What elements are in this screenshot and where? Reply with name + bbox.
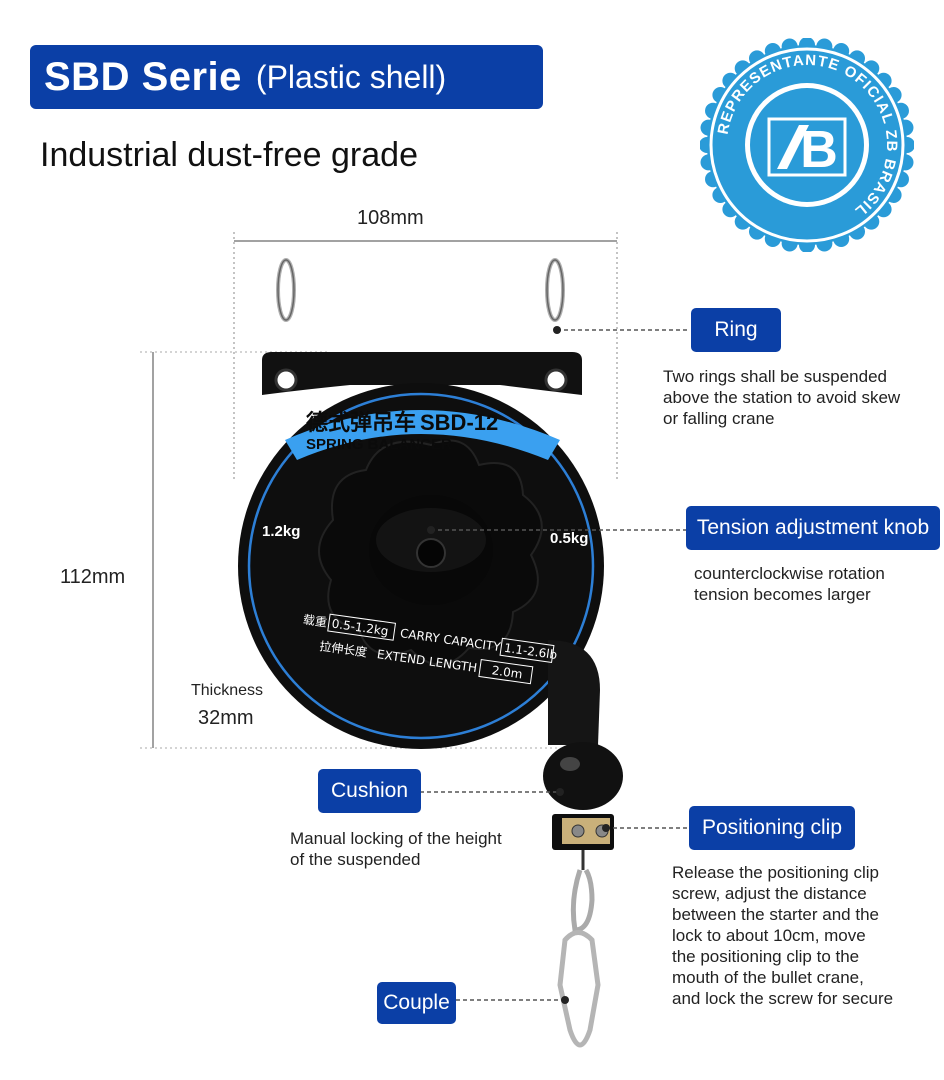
label-carry-cn: 载重 bbox=[302, 613, 328, 630]
seal-scallop bbox=[863, 60, 880, 77]
seal-scallop bbox=[722, 72, 739, 89]
title-sub: (Plastic shell) bbox=[255, 58, 447, 95]
title-main: SBD Serie bbox=[44, 54, 242, 99]
callout-ring: Ring bbox=[691, 308, 781, 352]
height-label: 112mm bbox=[60, 566, 126, 588]
desc-line: Two rings shall be suspended bbox=[663, 367, 887, 386]
tension-knob bbox=[318, 439, 543, 666]
desc-line: above the station to avoid skew bbox=[663, 388, 901, 407]
callout-clip-desc: Release the positioning clip screw, adju… bbox=[672, 862, 893, 1009]
ring-hooks bbox=[276, 258, 565, 322]
seal-scallop bbox=[734, 60, 751, 77]
seal-scallop bbox=[734, 213, 751, 230]
subtitle: Industrial dust-free grade bbox=[40, 136, 418, 174]
official-seal-logo: REPRESENTANTE OFICIAL ZB BRASIL B bbox=[700, 38, 914, 252]
seal-scallop bbox=[875, 201, 892, 218]
desc-line: tension becomes larger bbox=[694, 585, 871, 604]
desc-line: of the suspended bbox=[290, 850, 421, 869]
desc-line: and lock the screw for secure bbox=[672, 989, 894, 1008]
callout-ring-desc: Two rings shall be suspended above the s… bbox=[663, 366, 900, 429]
label-brand-cn: 德式弹吊车 bbox=[306, 410, 416, 436]
callout-knob-desc: counterclockwise rotation tension become… bbox=[694, 563, 885, 605]
desc-line: lock to about 10cm, move bbox=[672, 926, 866, 945]
thickness-value: 32mm bbox=[198, 707, 254, 729]
desc-line: screw, adjust the distance bbox=[672, 884, 867, 903]
label-extend-val: 2.0m bbox=[491, 663, 523, 681]
seal-scallop bbox=[722, 201, 739, 218]
width-dimension-lines bbox=[233, 232, 618, 480]
callout-couple: Couple bbox=[377, 982, 456, 1024]
seal-scallop bbox=[875, 72, 892, 89]
desc-line: between the starter and the bbox=[672, 905, 879, 924]
label-model: SBD-12 bbox=[420, 410, 498, 435]
label-extend-cn: 拉伸长度 bbox=[319, 638, 369, 660]
width-label: 108mm bbox=[357, 207, 424, 229]
height-dimension-lines bbox=[140, 351, 560, 749]
label-max-load: 0.5kg bbox=[550, 530, 588, 547]
desc-line: or falling crane bbox=[663, 409, 775, 428]
seal-scallop bbox=[863, 213, 880, 230]
desc-line: counterclockwise rotation bbox=[694, 564, 885, 583]
label-name: SPRING BALANCER bbox=[306, 436, 452, 453]
desc-line: Manual locking of the height bbox=[290, 829, 502, 848]
svg-text:B: B bbox=[800, 121, 838, 179]
thickness-label: Thickness bbox=[191, 682, 264, 699]
callout-positioning-clip: Positioning clip bbox=[689, 806, 855, 850]
label-min-load: 1.2kg bbox=[262, 523, 300, 540]
desc-line: the positioning clip to the bbox=[672, 947, 860, 966]
callout-knob: Tension adjustment knob bbox=[686, 506, 940, 550]
desc-line: mouth of the bullet crane, bbox=[672, 968, 864, 987]
callout-cushion-desc: Manual locking of the height of the susp… bbox=[290, 828, 502, 870]
desc-line: Release the positioning clip bbox=[672, 863, 879, 882]
title-banner: SBD Serie (Plastic shell) bbox=[30, 45, 543, 109]
callout-cushion: Cushion bbox=[318, 769, 421, 813]
